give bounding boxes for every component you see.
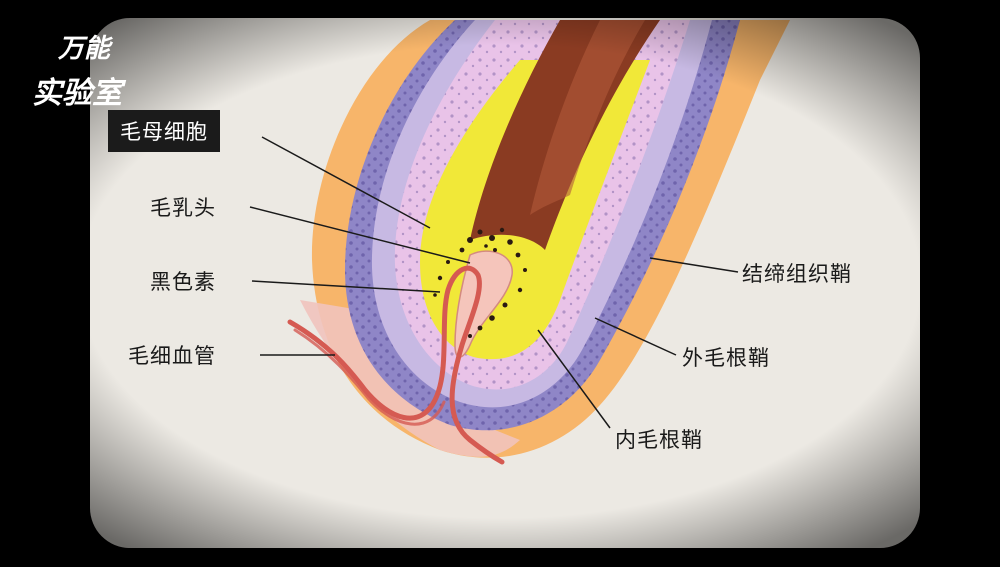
- label-dermal-papilla: 毛乳头: [150, 196, 216, 220]
- label-outer-root-sheath: 外毛根鞘: [682, 346, 770, 370]
- label-capillary: 毛细血管: [128, 344, 216, 368]
- logo-line-2: 实验室: [32, 76, 122, 111]
- label-hair-matrix-cell: 毛母细胞: [108, 110, 220, 152]
- logo-line-1: 万能: [58, 34, 111, 64]
- brand-logo: 万能 实验室: [28, 24, 138, 116]
- label-inner-root-sheath: 内毛根鞘: [615, 428, 703, 452]
- label-melanin: 黑色素: [150, 270, 216, 294]
- label-connective-tissue-sheath: 结缔组织鞘: [742, 262, 852, 286]
